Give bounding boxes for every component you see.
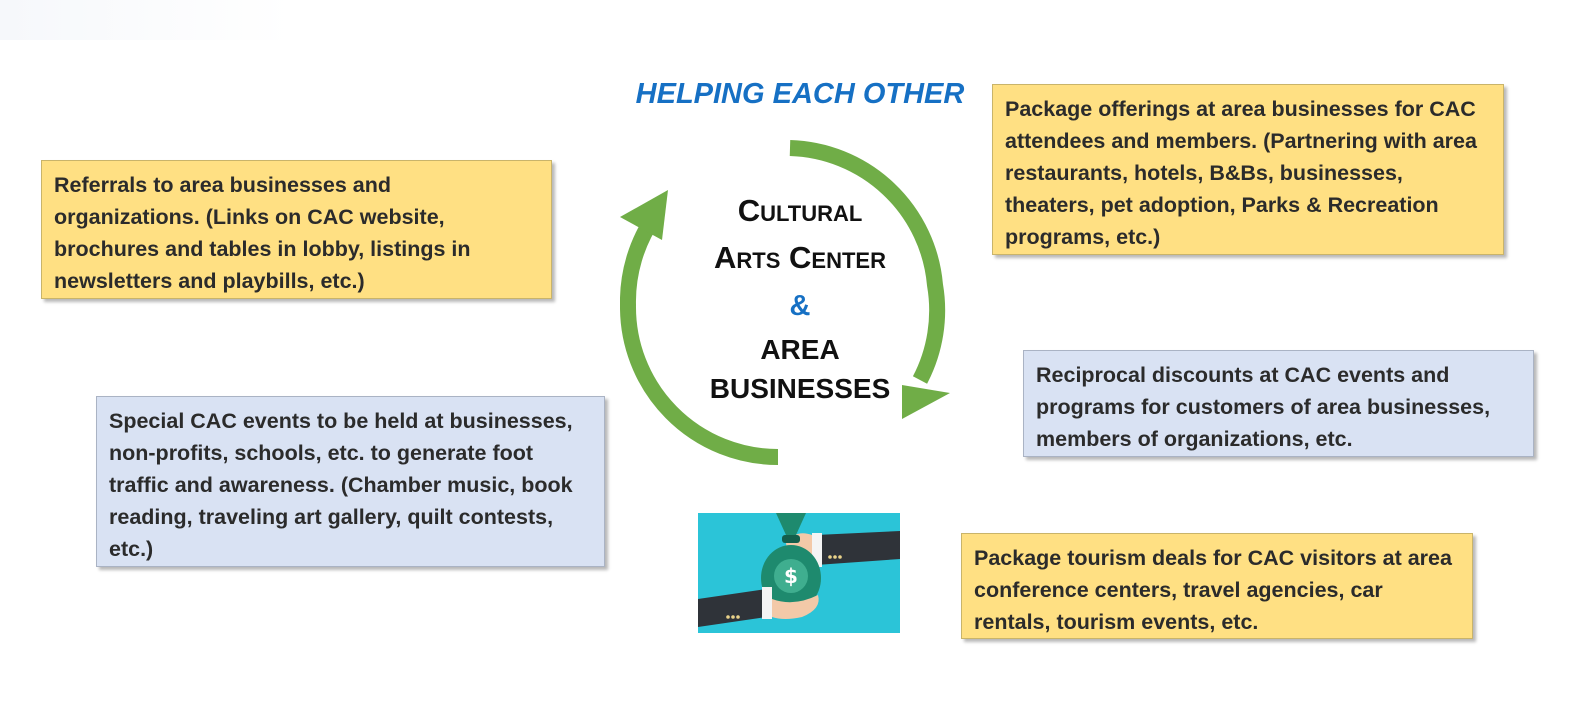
center-title-line-2: Arts Center xyxy=(714,240,886,275)
svg-text:$: $ xyxy=(784,564,798,588)
center-title-line-1: Cultural xyxy=(737,193,863,228)
center-title-line-3: AREA xyxy=(760,334,840,365)
corner-tint xyxy=(0,0,292,40)
center-title-line-4: BUSINESSES xyxy=(709,373,891,404)
cycle-arrows-icon xyxy=(620,140,950,465)
diagram-heading: HELPING EACH OTHER xyxy=(635,78,965,110)
reciprocal-discounts-box: Reciprocal discounts at CAC events and p… xyxy=(1023,350,1534,457)
referrals-box: Referrals to area businesses and organiz… xyxy=(41,160,552,299)
package-offerings-box: Package offerings at area businesses for… xyxy=(992,84,1504,255)
package-offerings-text: Package offerings at area businesses for… xyxy=(1005,97,1477,249)
special-events-box: Special CAC events to be held at busines… xyxy=(96,396,605,567)
money-bag-handoff-icon: $ xyxy=(698,513,900,633)
referrals-text: Referrals to area businesses and organiz… xyxy=(54,173,471,293)
special-events-text: Special CAC events to be held at busines… xyxy=(109,409,573,561)
reciprocal-discounts-text: Reciprocal discounts at CAC events and p… xyxy=(1036,363,1491,451)
tourism-deals-text: Package tourism deals for CAC visitors a… xyxy=(974,546,1452,634)
tourism-deals-box: Package tourism deals for CAC visitors a… xyxy=(961,533,1473,639)
center-ampersand: & xyxy=(789,290,811,322)
